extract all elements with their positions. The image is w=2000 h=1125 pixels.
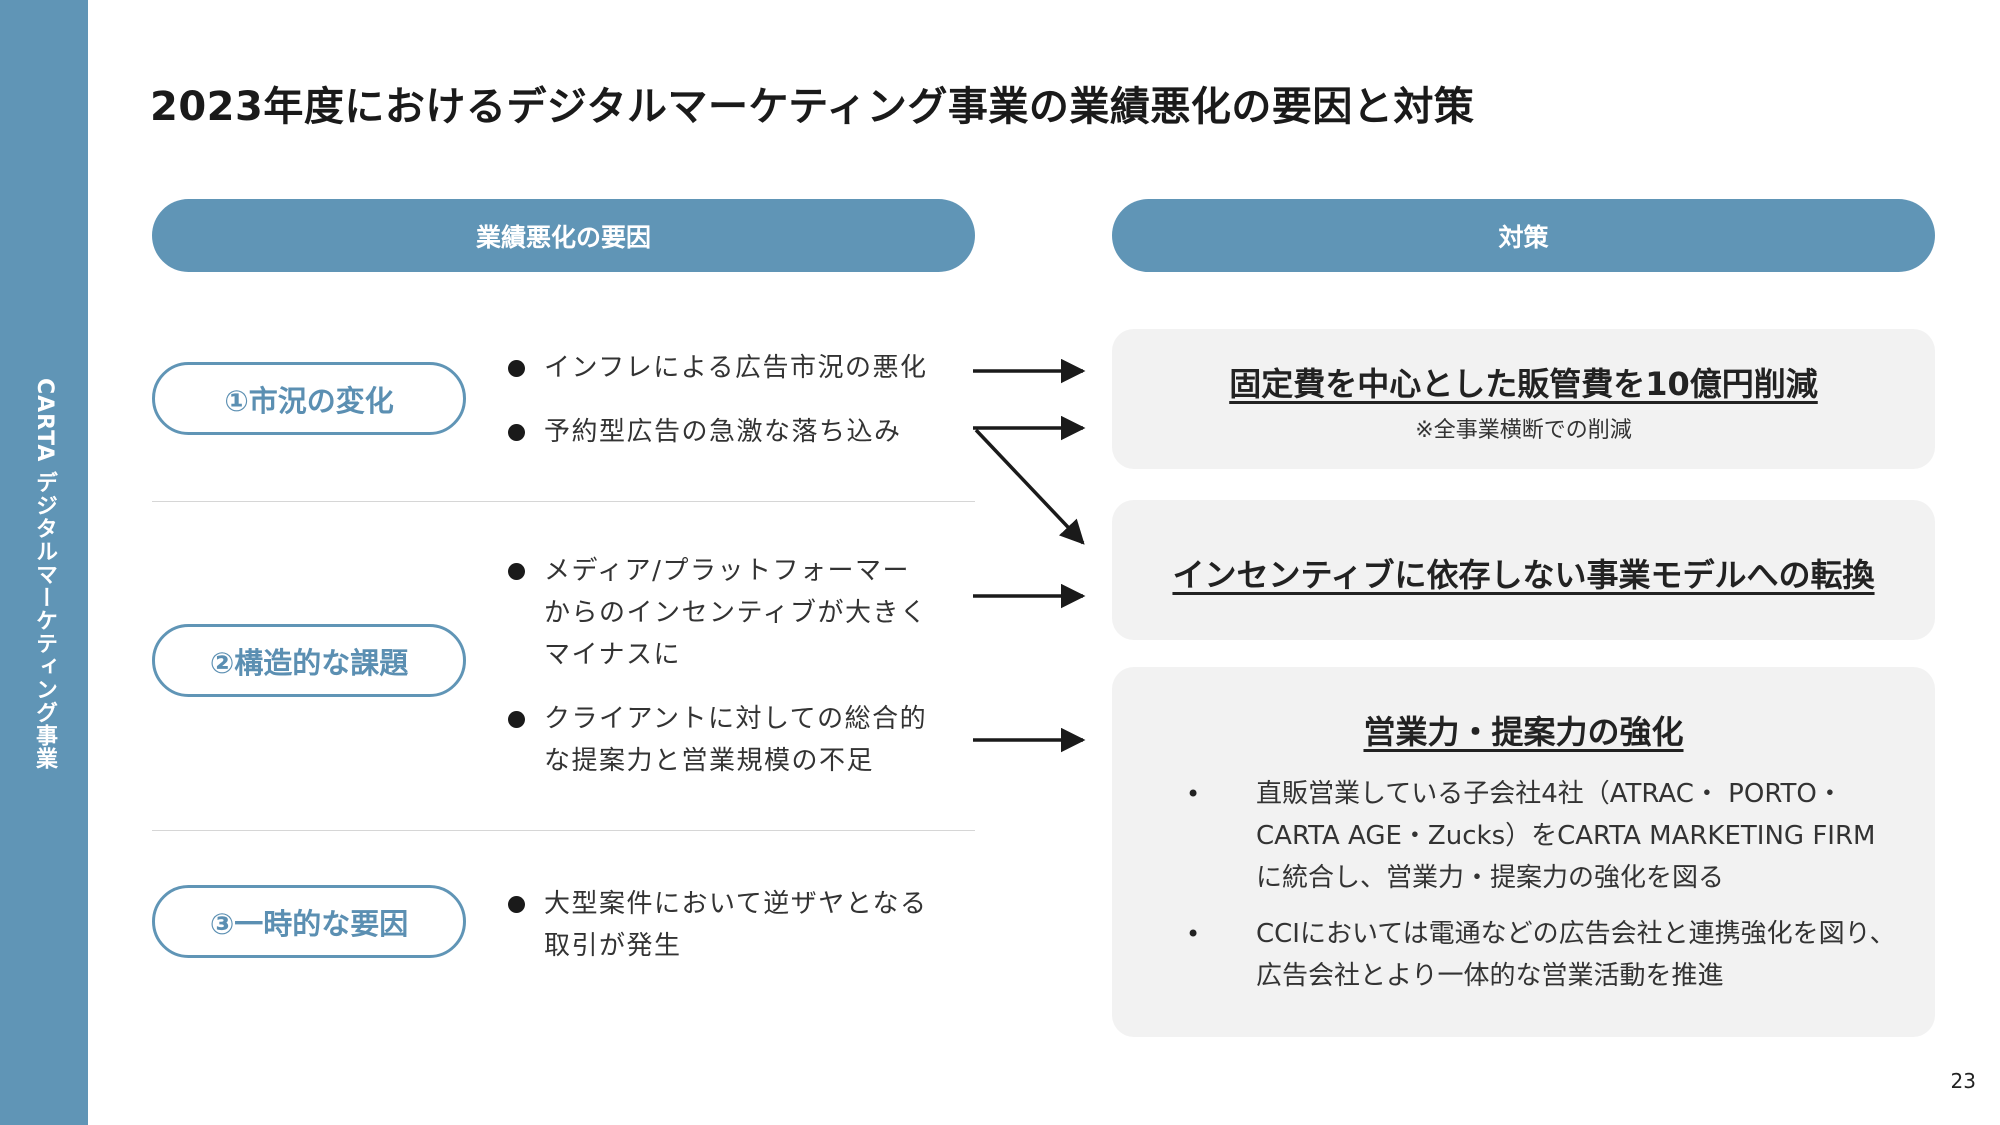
cause-bullets-structural: メディア/プラットフォーマーからのインセンティブが大きくマイナスに クライアント…: [506, 550, 936, 782]
measures-header: 対策: [1112, 199, 1935, 272]
cause-label-market: ①市況の変化: [152, 362, 466, 435]
measure-box-sales-strength: 営業力・提案力の強化: [1112, 667, 1935, 1037]
list-item: メディア/プラットフォーマーからのインセンティブが大きくマイナスに: [506, 550, 936, 676]
list-item: •CCIにおいては電通などの広告会社と連携強化を図り、広告会社とより一体的な営業…: [1180, 913, 1900, 997]
bullet-dot-icon: [508, 360, 525, 377]
measure-bullets: •直販営業している子会社4社（ATRAC・ PORTO・CARTA AGE・Zu…: [1180, 773, 1900, 1011]
measure-title: 営業力・提案力の強化: [1363, 713, 1684, 751]
sidebar-band: CARTA デジタルマーケティング事業: [0, 0, 88, 1125]
sidebar-label: CARTA デジタルマーケティング事業: [32, 378, 57, 771]
page-number: 23: [1950, 1069, 1976, 1093]
bullet-dot-icon: [508, 896, 525, 913]
divider: [152, 830, 975, 831]
list-item: インフレによる広告市況の悪化: [506, 347, 946, 389]
cause-bullets-market: インフレによる広告市況の悪化 予約型広告の急激な落ち込み: [506, 347, 946, 453]
causes-header: 業績悪化の要因: [152, 199, 975, 272]
list-item: •直販営業している子会社4社（ATRAC・ PORTO・CARTA AGE・Zu…: [1180, 773, 1900, 899]
list-item: 予約型広告の急激な落ち込み: [506, 411, 946, 453]
cause-label-structural: ②構造的な課題: [152, 624, 466, 697]
page-title: 2023年度におけるデジタルマーケティング事業の業績悪化の要因と対策: [150, 84, 1475, 130]
bullet-dot-icon: [508, 424, 525, 441]
measure-title: インセンティブに依存しない事業モデルへの転換: [1172, 556, 1875, 594]
measure-note: ※全事業横断での削減: [1415, 418, 1632, 443]
bullet-dot-icon: [508, 711, 525, 728]
measure-box-cost-cut: 固定費を中心とした販管費を10億円削減 ※全事業横断での削減: [1112, 329, 1935, 469]
cause-bullets-temporary: 大型案件において逆ザヤとなる取引が発生: [506, 883, 936, 967]
measure-box-model-shift: インセンティブに依存しない事業モデルへの転換: [1112, 500, 1935, 640]
measure-title: 固定費を中心とした販管費を10億円削減: [1229, 365, 1818, 403]
bullet-dot-icon: [508, 563, 525, 580]
bullet-icon: •: [1186, 920, 1201, 948]
divider: [152, 501, 975, 502]
cause-label-temporary: ③一時的な要因: [152, 885, 466, 958]
bullet-icon: •: [1186, 780, 1201, 808]
list-item: 大型案件において逆ザヤとなる取引が発生: [506, 883, 936, 967]
arrow-icon: [974, 428, 1085, 545]
list-item: クライアントに対しての総合的な提案力と営業規模の不足: [506, 698, 936, 782]
